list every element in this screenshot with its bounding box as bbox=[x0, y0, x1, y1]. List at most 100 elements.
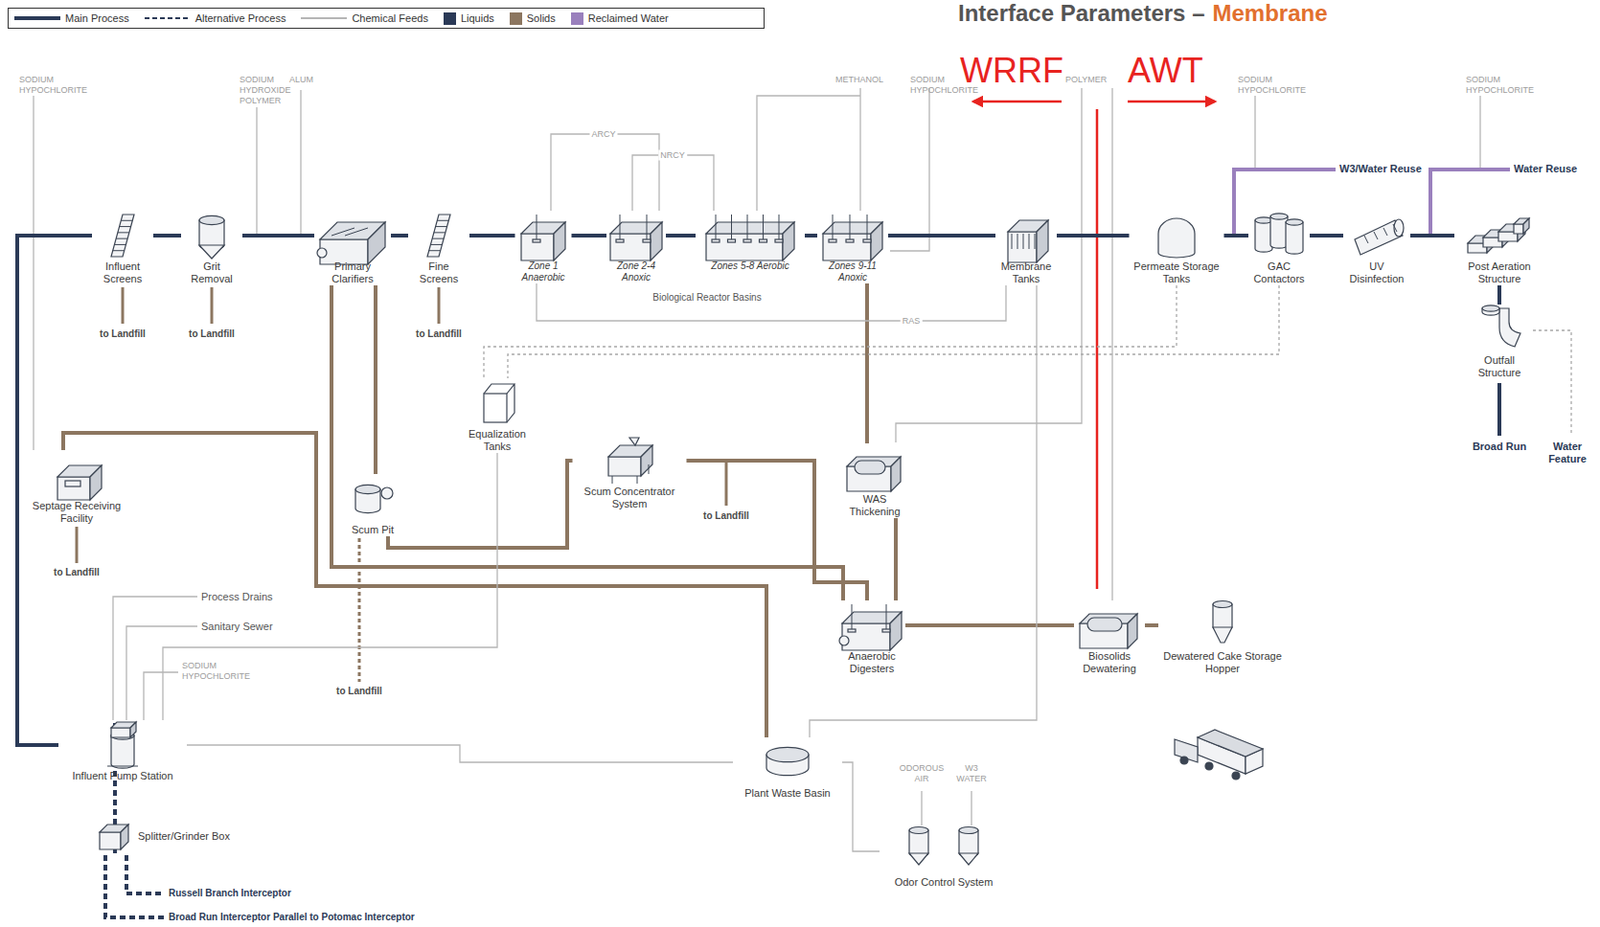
process-unit: Permeate Storage Tanks bbox=[1129, 210, 1225, 286]
connector bbox=[536, 283, 1006, 321]
legend-line bbox=[300, 17, 347, 19]
landfill-leader bbox=[358, 538, 362, 683]
legend-line bbox=[144, 17, 191, 20]
icon-part bbox=[381, 487, 393, 500]
text-label: to Landfill bbox=[405, 328, 473, 341]
connector bbox=[162, 453, 498, 721]
icon-part bbox=[483, 384, 515, 423]
unit-label: Influent Pump Station bbox=[60, 770, 185, 783]
icon-part bbox=[130, 722, 137, 738]
icon-part bbox=[113, 250, 125, 252]
edge-label: ARCY bbox=[589, 129, 618, 140]
icon-part bbox=[1212, 627, 1233, 643]
icon-part bbox=[1270, 213, 1288, 220]
text-label: Interface Parameters – bbox=[958, 0, 1205, 27]
icon-part bbox=[57, 477, 91, 501]
icon-part bbox=[317, 248, 327, 258]
icon-part bbox=[1028, 233, 1030, 250]
unit-icon bbox=[419, 210, 458, 261]
connector bbox=[17, 235, 92, 746]
icon-part bbox=[711, 239, 720, 243]
unit-icon bbox=[1252, 210, 1306, 261]
reclaimed-water-line bbox=[1430, 169, 1510, 236]
connector bbox=[388, 460, 573, 549]
icon-part bbox=[434, 231, 446, 233]
truck bbox=[1174, 730, 1263, 780]
boundary-marker bbox=[1096, 109, 1099, 590]
icon-part bbox=[1354, 220, 1403, 255]
process-unit: Splitter/Grinder Box bbox=[95, 819, 230, 854]
process-unit: Influent Screens bbox=[91, 210, 154, 286]
unit-icon bbox=[98, 720, 147, 771]
icon-part bbox=[199, 215, 225, 225]
legend-text: Alternative Process bbox=[195, 12, 287, 25]
icon-part bbox=[1394, 219, 1404, 237]
text-label: SODIUM HYDROXIDE POLYMER bbox=[239, 74, 293, 107]
icon-part bbox=[640, 445, 653, 477]
unit-label: Grit Removal bbox=[182, 260, 241, 286]
outfall-line bbox=[1532, 330, 1572, 436]
icon-part bbox=[778, 214, 780, 242]
unit-label: Outfall Structure bbox=[1473, 354, 1527, 380]
process-unit: WAS Thickening bbox=[841, 443, 909, 519]
icon-part bbox=[1285, 222, 1303, 254]
icon-part bbox=[782, 222, 795, 261]
connector bbox=[804, 233, 818, 238]
truck bbox=[1197, 730, 1263, 757]
process-unit: Scum Concentrator System bbox=[572, 435, 687, 511]
legend-item: Main Process bbox=[14, 12, 130, 25]
icon-part bbox=[886, 604, 888, 632]
unit-label: Primary Clarifiers bbox=[319, 260, 387, 286]
connector bbox=[905, 623, 1075, 628]
icon-part bbox=[1023, 233, 1025, 250]
icon-part bbox=[822, 233, 871, 261]
unit-label: Equalization Tanks bbox=[461, 428, 534, 454]
text-label: SODIUM HYPOCHLORITE bbox=[910, 74, 987, 96]
unit-icon bbox=[608, 210, 664, 261]
process-unit: Scum Pit bbox=[342, 474, 404, 537]
legend-item: Chemical Feeds bbox=[300, 12, 428, 25]
connector bbox=[186, 745, 733, 763]
unit-label: Scum Pit bbox=[343, 524, 402, 537]
icon-part bbox=[863, 239, 871, 243]
legend-line-sample bbox=[144, 14, 191, 23]
text-label: SODIUM HYPOCHLORITE bbox=[182, 661, 259, 683]
chemical-feed-line bbox=[32, 95, 34, 451]
icon-part bbox=[435, 226, 448, 228]
icon-part bbox=[1482, 308, 1521, 347]
chemical-feed-line bbox=[890, 88, 930, 252]
connector bbox=[390, 233, 409, 238]
connector bbox=[483, 285, 1177, 379]
icon-part bbox=[120, 220, 133, 222]
connector bbox=[865, 283, 869, 444]
text-label: to Landfill bbox=[43, 567, 111, 579]
icon-part bbox=[1036, 220, 1049, 263]
unit-label: GAC Contactors bbox=[1250, 260, 1308, 286]
icon-part bbox=[612, 476, 614, 484]
icon-part bbox=[1007, 231, 1037, 263]
icon-part bbox=[909, 853, 929, 866]
text-label: Biological Reactor Basins bbox=[625, 292, 789, 304]
connector bbox=[632, 155, 714, 211]
connector bbox=[242, 233, 315, 238]
unit-label: Scum Concentrator System bbox=[574, 485, 686, 511]
text-label: SODIUM HYPOCHLORITE bbox=[1465, 74, 1543, 96]
unit-label: Zone 2-4 Anoxic bbox=[610, 260, 663, 284]
connector bbox=[571, 233, 608, 238]
connector bbox=[665, 233, 696, 238]
landfill-leader bbox=[121, 287, 125, 324]
unit-icon bbox=[1203, 600, 1242, 651]
unit-label: Biosolids Dewatering bbox=[1078, 650, 1142, 676]
edge-label: NRCY bbox=[658, 150, 687, 161]
icon-part bbox=[847, 629, 856, 633]
icon-part bbox=[706, 222, 795, 234]
icon-part bbox=[1270, 216, 1288, 249]
chemical-feed-line bbox=[1479, 95, 1481, 168]
icon-part bbox=[367, 222, 386, 265]
icon-part bbox=[355, 484, 381, 494]
icon-part bbox=[344, 228, 368, 236]
process-unit: Post Aeration Structure bbox=[1454, 210, 1545, 286]
icon-part bbox=[637, 476, 639, 484]
connector bbox=[469, 233, 516, 238]
truck bbox=[1232, 772, 1240, 780]
